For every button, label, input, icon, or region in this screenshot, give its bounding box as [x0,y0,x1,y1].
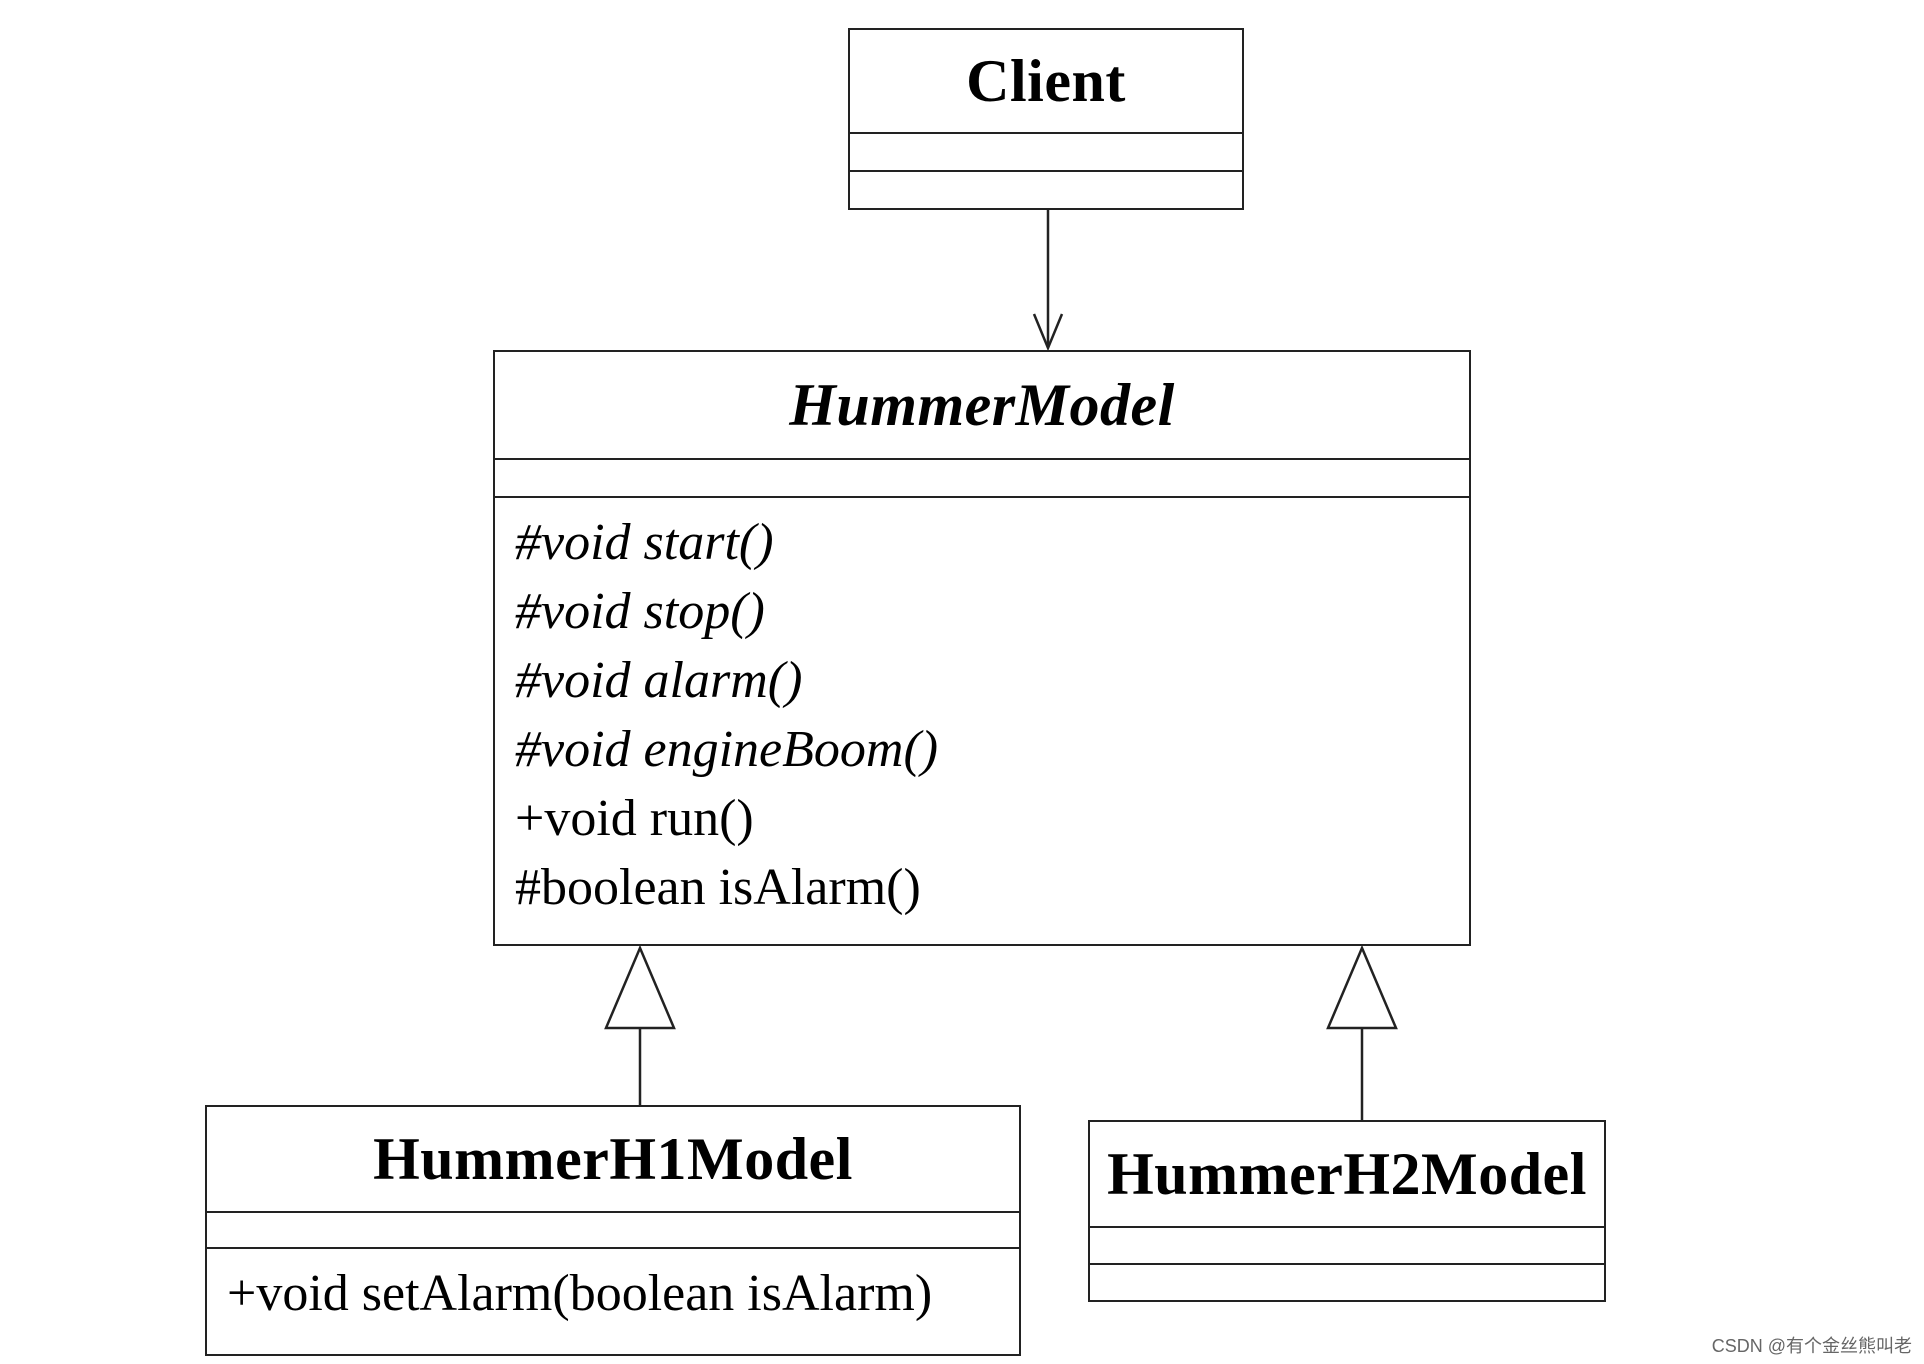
attributes-compartment [207,1213,1019,1249]
operation-set-alarm: +void setAlarm(boolean isAlarm) [227,1265,933,1322]
operations-compartment: +void setAlarm(boolean isAlarm) [207,1249,1019,1328]
class-name: HummerH2Model [1090,1122,1604,1228]
class-name: HummerModel [495,352,1469,460]
class-name: HummerH1Model [207,1107,1019,1213]
operation-engine-boom: #void engineBoom() [515,721,939,778]
generalization-arrow-h2-to-hummer-model [1326,944,1398,1120]
generalization-arrow-h1-to-hummer-model [604,944,676,1105]
attributes-compartment [850,134,1242,172]
operations-compartment [1090,1265,1604,1300]
class-hummer-h1-model: HummerH1Model +void setAlarm(boolean isA… [205,1105,1021,1356]
operation-stop: #void stop() [515,583,765,640]
operation-alarm: #void alarm() [515,652,803,709]
class-client: Client [848,28,1244,210]
operation-run: +void run() [515,790,754,847]
class-hummer-h2-model: HummerH2Model [1088,1120,1606,1302]
operation-is-alarm: #boolean isAlarm() [515,859,921,916]
association-arrow-client-to-hummer-model [1032,210,1064,352]
attributes-compartment [1090,1228,1604,1265]
watermark: CSDN @有个金丝熊叫老 [1711,1336,1912,1356]
attributes-compartment [495,460,1469,498]
operations-compartment [850,172,1242,210]
operations-compartment: #void start() #void stop() #void alarm()… [495,498,1469,922]
operation-start: #void start() [515,514,774,571]
class-hummer-model: HummerModel #void start() #void stop() #… [493,350,1471,946]
class-name: Client [850,30,1242,134]
